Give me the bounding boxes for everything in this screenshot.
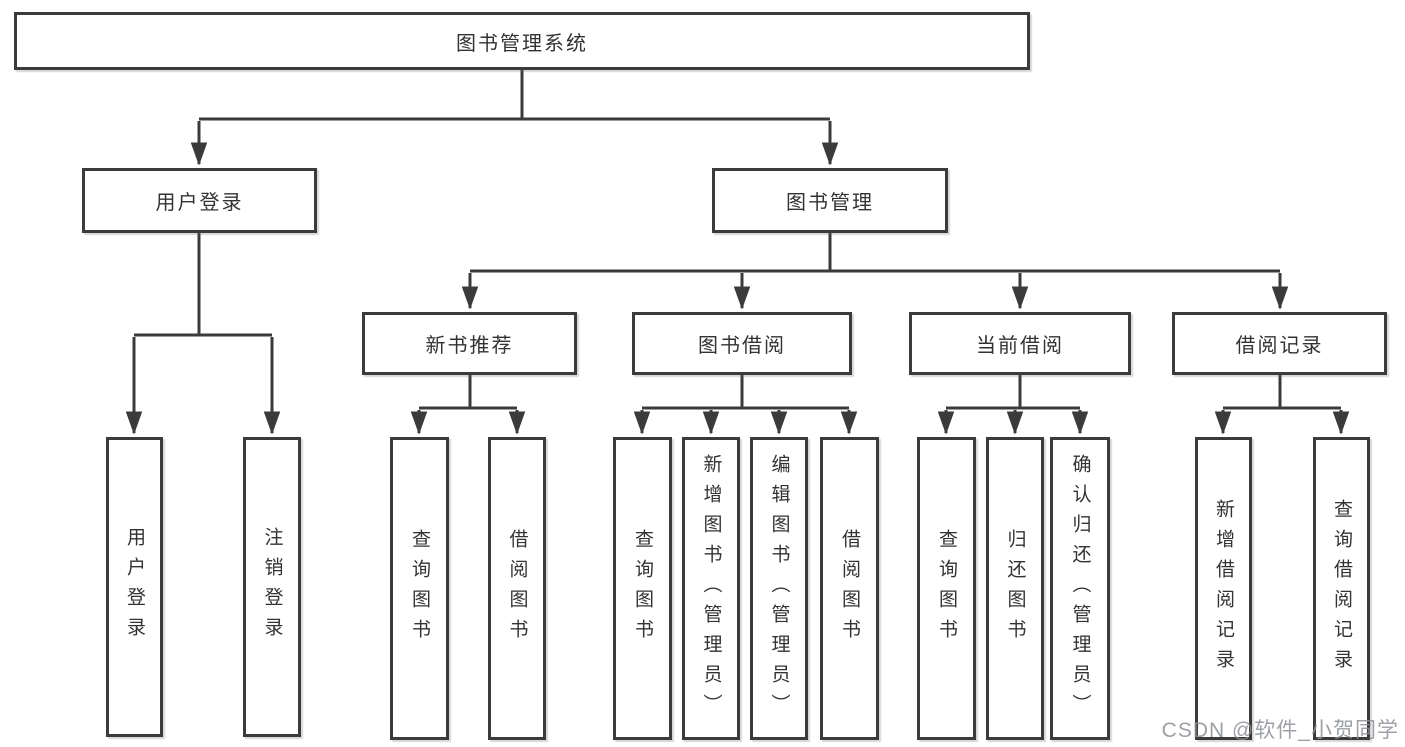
- leaf-add-books-admin: 新增图书（管理员）: [682, 437, 740, 740]
- node-label: 当前借阅: [976, 335, 1064, 357]
- leaf-query-books: 查询图书: [390, 437, 449, 740]
- leaf-label: 查询图书: [632, 528, 653, 649]
- leaf-label: 新增图书（管理员）: [700, 453, 722, 724]
- node-label: 借阅记录: [1235, 335, 1324, 357]
- leaf-label: 注销登录: [261, 527, 283, 647]
- node-label: 图书管理: [786, 192, 874, 214]
- leaf-label: 借阅图书: [839, 528, 860, 649]
- leaf-confirm-return-admin: 确认归还（管理员）: [1050, 437, 1110, 740]
- leaf-label: 查询借阅记录: [1331, 498, 1352, 679]
- node-root-library-management-system: 图书管理系统: [14, 12, 1030, 70]
- leaf-label: 借阅图书: [506, 528, 528, 649]
- node-label: 新书推荐: [425, 335, 514, 357]
- leaf-return-books: 归还图书: [986, 437, 1044, 740]
- leaf-query-books: 查询图书: [613, 437, 672, 740]
- leaf-label: 新增借阅记录: [1213, 498, 1234, 679]
- node-book-borrow: 图书借阅: [632, 312, 852, 375]
- leaf-label: 查询图书: [936, 528, 957, 649]
- node-new-book-recommend: 新书推荐: [362, 312, 577, 375]
- node-borrow-record: 借阅记录: [1172, 312, 1387, 375]
- leaf-user-login: 用户登录: [106, 437, 163, 737]
- leaf-borrow-books: 借阅图书: [820, 437, 879, 740]
- leaf-logout: 注销登录: [243, 437, 301, 737]
- node-current-borrow: 当前借阅: [909, 312, 1131, 375]
- leaf-label: 确认归还（管理员）: [1069, 453, 1091, 724]
- leaf-label: 查询图书: [409, 528, 430, 649]
- node-label: 用户登录: [155, 192, 244, 214]
- leaf-borrow-books: 借阅图书: [488, 437, 546, 740]
- node-label: 图书借阅: [698, 335, 786, 357]
- leaf-query-books: 查询图书: [917, 437, 976, 740]
- csdn-watermark: CSDN @软件_小贺同学: [1161, 719, 1399, 742]
- node-label: 图书管理系统: [456, 32, 588, 55]
- leaf-query-borrow-record: 查询借阅记录: [1313, 437, 1370, 740]
- leaf-add-borrow-record: 新增借阅记录: [1195, 437, 1252, 740]
- leaf-label: 用户登录: [124, 527, 145, 647]
- node-book-management: 图书管理: [712, 168, 948, 233]
- leaf-label: 归还图书: [1004, 528, 1026, 649]
- leaf-label: 编辑图书（管理员）: [768, 453, 790, 724]
- node-user-login: 用户登录: [82, 168, 317, 233]
- leaf-edit-books-admin: 编辑图书（管理员）: [750, 437, 808, 740]
